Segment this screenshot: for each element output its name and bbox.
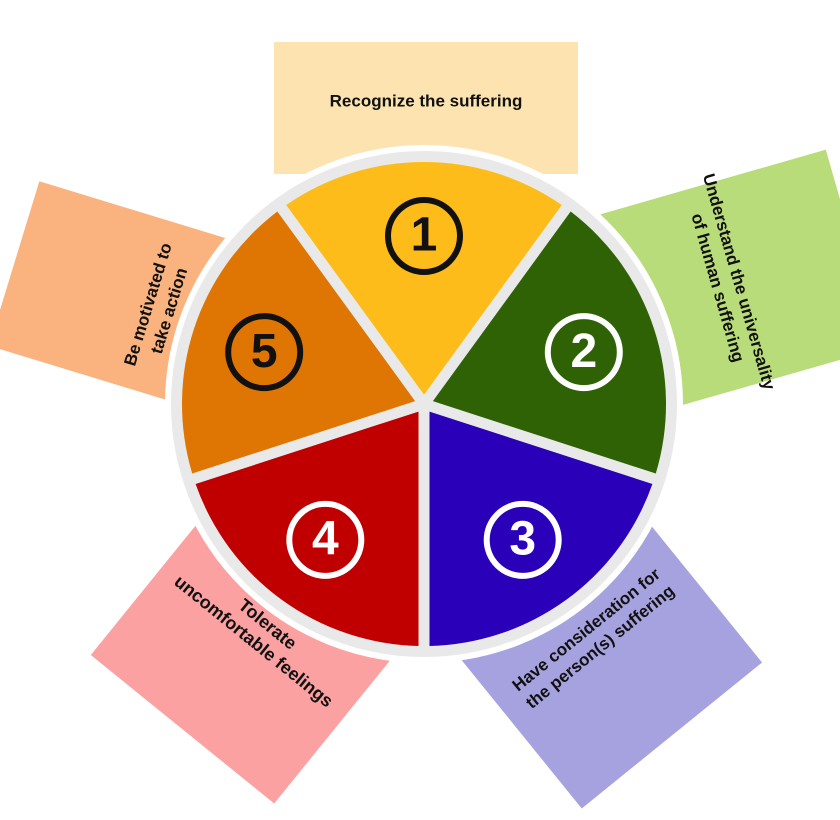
step-5-number-badge: 5 bbox=[225, 313, 304, 392]
step-4-number-badge: 4 bbox=[286, 500, 365, 579]
step-3-number-badge: 3 bbox=[483, 500, 562, 579]
step-1-number-ring bbox=[385, 197, 463, 275]
step-1-sector bbox=[286, 162, 562, 395]
step-5-number: 5 bbox=[251, 325, 278, 378]
step-4-number: 4 bbox=[312, 513, 339, 566]
step-3-number-ring bbox=[483, 500, 562, 579]
step-2-number-ring bbox=[544, 313, 623, 392]
step-1-number: 1 bbox=[411, 209, 438, 262]
step-2-number-badge: 2 bbox=[544, 313, 623, 392]
step-3-sector bbox=[429, 411, 653, 646]
step-4-number-ring bbox=[286, 500, 365, 579]
step-numbers: 1 2 3 4 5 bbox=[225, 197, 623, 579]
step-1-label-line: Recognize the suffering bbox=[330, 91, 523, 110]
step-3-number: 3 bbox=[509, 513, 536, 566]
step-5-number-ring bbox=[225, 313, 304, 392]
step-2-number: 2 bbox=[570, 325, 597, 378]
step-1-number-badge: 1 bbox=[385, 197, 463, 275]
step-4-sector bbox=[195, 411, 419, 646]
